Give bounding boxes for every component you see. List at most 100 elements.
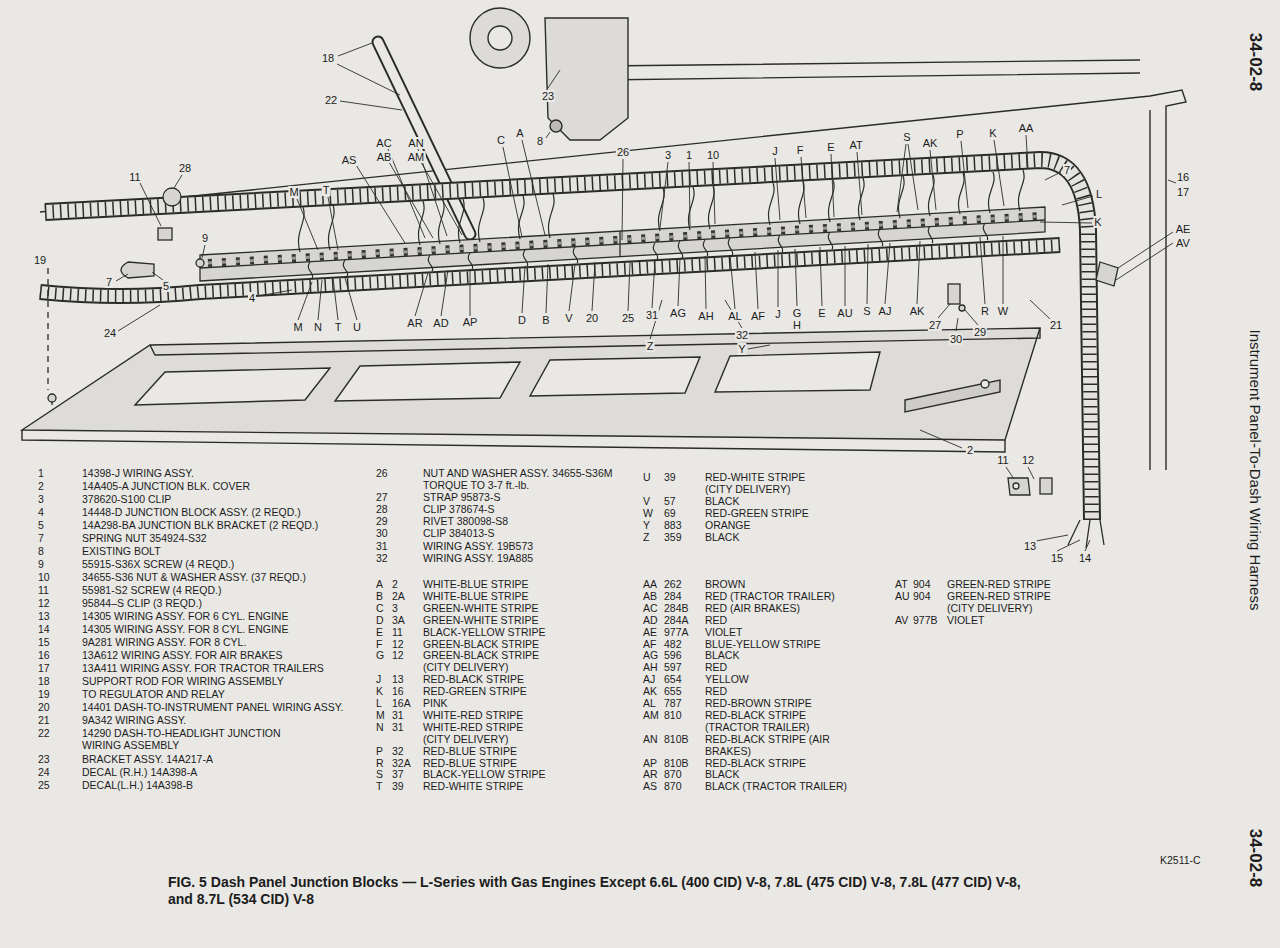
parts-table-cell: VIOLET [705,627,742,639]
parts-table-cell: BLACK [705,496,739,508]
callout-label: M [288,186,299,198]
callout-label: F [796,144,805,156]
parts-table-cell: 9A281 WIRING ASSY. FOR 8 CYL. [82,637,246,649]
parts-table-cell: AN [643,734,658,746]
upper-harness [45,160,1092,520]
parts-table-cell: 95844–S CLIP (3 REQD.) [82,598,202,610]
parts-table-cell: ORANGE [705,520,751,532]
parts-table-cell: 2 [38,481,44,493]
callout-label: D [517,314,527,326]
parts-table-cell: GREEN-BLACK STRIPE (CITY DELIVERY) [423,650,551,674]
parts-table-cell: DECAL(L.H.) 14A398-B [82,780,193,792]
callout-label: P [955,128,964,140]
bracket-assy [550,120,562,132]
parts-table-cell: 810 [664,710,682,722]
clips-and-brackets [1040,478,1052,494]
parts-table-cell: 18 [38,676,50,688]
parts-table-cell: U [643,472,651,484]
parts-table-cell: 14401 DASH-TO-INSTRUMENT PANEL WIRING AS… [82,702,343,714]
callout-label: 13 [1023,540,1037,552]
callout-label: S [902,131,911,143]
callout-label: H [792,319,802,331]
callout-label: AM [407,151,426,163]
callout-label: 23 [541,90,555,102]
parts-table-cell: V [643,496,650,508]
parts-table-cell: 14A298-BA JUNCTION BLK BRACKET (2 REQD.) [82,520,318,532]
parts-table-cell: 14305 WIRING ASSY. FOR 8 CYL. ENGINE [82,624,288,636]
parts-table-cell: 262 [664,579,682,591]
callout-label: 10 [706,149,720,161]
parts-table-cell: 883 [664,520,682,532]
clips-and-brackets [1013,483,1019,489]
tray [905,380,1000,412]
parts-table-cell: 30 [376,528,388,540]
parts-table-cell: A [376,579,383,591]
callout-label: AU [836,307,853,319]
parts-table-cell: AG [643,650,658,662]
callout-label: 14 [1078,552,1092,564]
parts-table-cell: 34655-S36 NUT & WASHER ASSY. (37 REQD.) [82,572,306,584]
bracket-assy [470,8,530,68]
parts-table-cell: 69 [664,508,676,520]
parts-table-cell: 55915-S36X SCREW (4 REQD.) [82,559,234,571]
parts-table-cell: 19 [38,689,50,701]
parts-table-cell: BLACK [705,532,739,544]
parts-table-cell: 57 [664,496,676,508]
leader-lines [116,175,338,331]
parts-table-cell: M [376,710,385,722]
parts-table-cell: 284A [664,615,689,627]
parts-table-cell: 284B [664,603,689,615]
parts-table-cell: 9 [38,559,44,571]
parts-table-cell: RED [705,615,727,627]
callout-label: AR [406,317,423,329]
leader-lines [298,260,655,320]
tray [715,352,880,392]
parts-table-cell: RED-GREEN STRIPE [705,508,809,520]
parts-table-cell: 3A [392,615,405,627]
parts-table-cell: AV [895,615,908,627]
parts-table-cell: 870 [664,769,682,781]
clips-and-brackets [1096,262,1118,286]
parts-table-cell: RED-BROWN STRIPE [705,698,812,710]
callout-label: G [792,307,803,319]
parts-table-cell: C [376,603,384,615]
wires [298,170,1024,278]
parts-table-cell: AH [643,662,658,674]
parts-table-cell: 32 [392,746,404,758]
callout-label: M [292,321,303,333]
wires [298,170,1024,252]
parts-table-cell: 16A [392,698,411,710]
parts-table-cell: 26 [376,468,388,480]
callout-label: E [817,307,826,319]
callout-label: U [352,321,362,333]
figure-caption: FIG. 5 Dash Panel Junction Blocks — L-Se… [168,874,1023,908]
parts-table-cell: AL [643,698,656,710]
callout-label: Z [646,340,655,352]
parts-table-cell: 25 [38,780,50,792]
parts-table-cell: CLIP 384013-S [423,528,495,540]
parts-table-cell: 32 [376,553,388,565]
wires [308,223,988,278]
parts-table-cell: BLACK-YELLOW STRIPE [423,769,546,781]
leader-lines [116,43,1176,551]
parts-table-cell: RED [705,686,727,698]
callout-label: 25 [621,312,635,324]
parts-table-cell: WHITE-RED STRIPE (CITY DELIVERY) [423,722,551,746]
parts-table-cell: 904 [913,591,931,603]
callout-label: 32 [735,329,749,341]
parts-table-cell: GREEN-WHITE STRIPE [423,603,539,615]
callout-label: AN [407,137,424,149]
callout-label: 7 [1063,164,1071,176]
parts-table-cell: 977B [913,615,938,627]
parts-table-cell: 4 [38,507,44,519]
clips-and-brackets [959,305,965,311]
page-number: 34-02-8 [1246,33,1265,92]
parts-table-cell: 12 [38,598,50,610]
callout-label: T [322,184,331,196]
callout-label: 20 [585,312,599,324]
clips-and-brackets [48,394,56,402]
parts-table-cell: 11 [38,585,49,597]
parts-table-cell: 8 [38,546,44,558]
parts-table-cell: 810B [664,734,689,746]
